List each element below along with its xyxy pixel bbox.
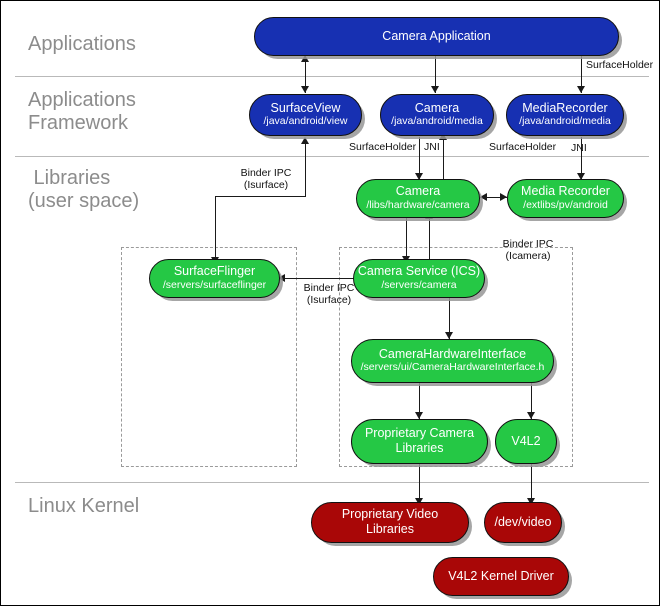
connector-surfaceflinger-to-surfaceview <box>305 143 306 196</box>
node-surfaceflinger-title: SurfaceFlinger <box>173 264 256 279</box>
divider-libraries <box>15 482 649 483</box>
node-v4l2-kernel-driver-title: V4L2 Kernel Driver <box>448 568 554 583</box>
layer-label-libraries: Libraries (user space) <box>28 167 140 212</box>
node-camera-service[interactable]: Camera Service (ICS) /servers/camera <box>353 259 485 298</box>
connector-camera-service-to-surfaceflinger <box>282 278 354 279</box>
node-camera-lib[interactable]: Camera /libs/hardware/camera <box>356 179 480 218</box>
arrowhead-app-to-surfaceview-up <box>301 55 309 62</box>
node-mediarecorder[interactable]: MediaRecorder /java/android/media <box>506 94 624 136</box>
annotation-binder-ipc-isurface-mid: Binder IPC (Isurface) <box>303 282 355 307</box>
node-proprietary-camera-libraries[interactable]: Proprietary Camera Libraries <box>351 419 488 464</box>
connector-chi-to-v4l2 <box>531 382 532 419</box>
connector-camera-lib-to-media-recorder-lib <box>480 197 507 198</box>
connector-camera-lib-to-camera-service <box>406 216 407 263</box>
node-mediarecorder-subtitle: /java/android/media <box>519 115 611 128</box>
connector-app-to-mediarecorder <box>581 55 582 93</box>
annotation-jni-camera: JNI <box>424 141 440 153</box>
arrowhead-mediarecorder-to-media-recorder-lib <box>577 173 585 180</box>
node-surfaceview[interactable]: SurfaceView /java/android/view <box>249 94 362 136</box>
node-surfaceflinger[interactable]: SurfaceFlinger /servers/surfaceflinger <box>149 259 280 298</box>
annotation-jni-mediarecorder: JNI <box>571 142 587 154</box>
node-camera-service-subtitle: /servers/camera <box>381 278 457 291</box>
arrowhead-camera-service-to-camera-hardware-interface <box>445 332 453 339</box>
divider-applications <box>15 76 649 77</box>
node-camera-application-title: Camera Application <box>382 28 491 43</box>
arrowhead-chi-to-v4l2 <box>527 412 535 419</box>
node-camera-hardware-interface-title: CameraHardwareInterface <box>378 346 527 361</box>
arrowhead-media-recorder-to-camera-lib <box>480 193 487 201</box>
node-camera-application[interactable]: Camera Application <box>254 17 619 56</box>
node-v4l2-title: V4L2 <box>511 433 541 448</box>
arrowhead-app-to-camera-framework <box>431 86 439 93</box>
arrowhead-camera-framework-to-camera-lib <box>415 173 423 180</box>
group-box-camera-service <box>339 247 573 467</box>
layer-label-applications: Applications <box>28 33 136 55</box>
annotation-surfaceholder-mediarecorder: SurfaceHolder <box>489 141 557 153</box>
connector-camera-service-to-camera-hardware-interface <box>449 296 450 339</box>
connector-elbow-isurface-horizontal <box>215 196 306 197</box>
connector-mediarecorder-to-media-recorder-lib <box>581 137 582 181</box>
node-proprietary-video-libraries-title: Proprietary Video <box>341 507 439 521</box>
connector-proprietary-camera-to-proprietary-video <box>419 463 420 505</box>
annotation-binder-ipc-isurface-top: Binder IPC (Isurface) <box>240 167 292 192</box>
annotation-surfaceholder-app-mediarecorder: SurfaceHolder <box>586 59 654 71</box>
node-camera-service-title: Camera Service (ICS) <box>357 264 481 279</box>
arrowhead-app-to-mediarecorder <box>577 86 585 93</box>
node-dev-video-title: /dev/video <box>494 514 552 529</box>
arrowhead-surfaceflinger-to-surfaceview <box>301 137 309 144</box>
connector-app-to-camera-framework <box>435 55 436 93</box>
connector-app-to-surfaceview <box>305 55 306 93</box>
node-media-recorder-lib[interactable]: Media Recorder /extlibs/pv/android <box>507 179 624 218</box>
node-surfaceflinger-subtitle: /servers/surfaceflinger <box>162 278 267 291</box>
connector-elbow-isurface-vertical <box>215 196 216 264</box>
node-camera-framework-title: Camera <box>414 100 460 115</box>
node-media-recorder-lib-title: Media Recorder <box>521 184 610 199</box>
divider-applications-framework <box>15 156 649 157</box>
group-box-surfaceflinger <box>121 247 297 467</box>
arrowhead-app-to-surfaceview-down <box>301 86 309 93</box>
node-v4l2[interactable]: V4L2 <box>495 419 557 464</box>
node-proprietary-camera-libraries-title: Proprietary Camera <box>364 426 475 440</box>
node-surfaceview-subtitle: /java/android/view <box>263 115 348 128</box>
arrowhead-chi-to-proprietary-camera-libraries <box>415 412 423 419</box>
node-camera-hardware-interface-subtitle: /servers/ui/CameraHardwareInterface.h <box>360 361 545 374</box>
node-camera-framework-subtitle: /java/android/media <box>391 115 483 128</box>
node-camera-lib-title: Camera <box>395 184 441 199</box>
arrowhead-camera-lib-to-camera-framework <box>439 133 447 140</box>
node-dev-video[interactable]: /dev/video <box>484 502 562 543</box>
annotation-binder-ipc-icamera: Binder IPC (Icamera) <box>502 238 554 263</box>
layer-label-applications-framework: Applications Framework <box>28 89 136 134</box>
node-v4l2-kernel-driver[interactable]: V4L2 Kernel Driver <box>433 557 569 596</box>
annotation-surfaceholder-camera: SurfaceHolder <box>349 141 417 153</box>
node-proprietary-video-libraries-subtitle: Libraries <box>366 521 414 536</box>
node-camera-framework[interactable]: Camera /java/android/media <box>380 94 494 136</box>
connector-camera-service-to-camera-lib <box>429 216 430 263</box>
node-proprietary-camera-libraries-subtitle: Libraries <box>395 440 444 455</box>
layer-label-linux-kernel: Linux Kernel <box>28 495 140 517</box>
arrowhead-camera-service-to-surfaceflinger <box>278 274 285 282</box>
connector-camera-framework-to-camera-lib <box>419 137 420 181</box>
connector-v4l2-to-dev-video <box>531 463 532 505</box>
node-surfaceview-title: SurfaceView <box>270 100 341 115</box>
node-proprietary-video-libraries[interactable]: Proprietary Video Libraries <box>311 502 469 543</box>
connector-chi-to-proprietary-camera-libraries <box>419 382 420 419</box>
node-camera-hardware-interface[interactable]: CameraHardwareInterface /servers/ui/Came… <box>351 339 554 383</box>
node-media-recorder-lib-subtitle: /extlibs/pv/android <box>523 198 608 211</box>
node-camera-lib-subtitle: /libs/hardware/camera <box>366 198 470 211</box>
node-mediarecorder-title: MediaRecorder <box>522 100 608 115</box>
connector-camera-lib-to-camera-framework <box>443 137 444 181</box>
arrowhead-camera-lib-to-media-recorder <box>500 193 507 201</box>
